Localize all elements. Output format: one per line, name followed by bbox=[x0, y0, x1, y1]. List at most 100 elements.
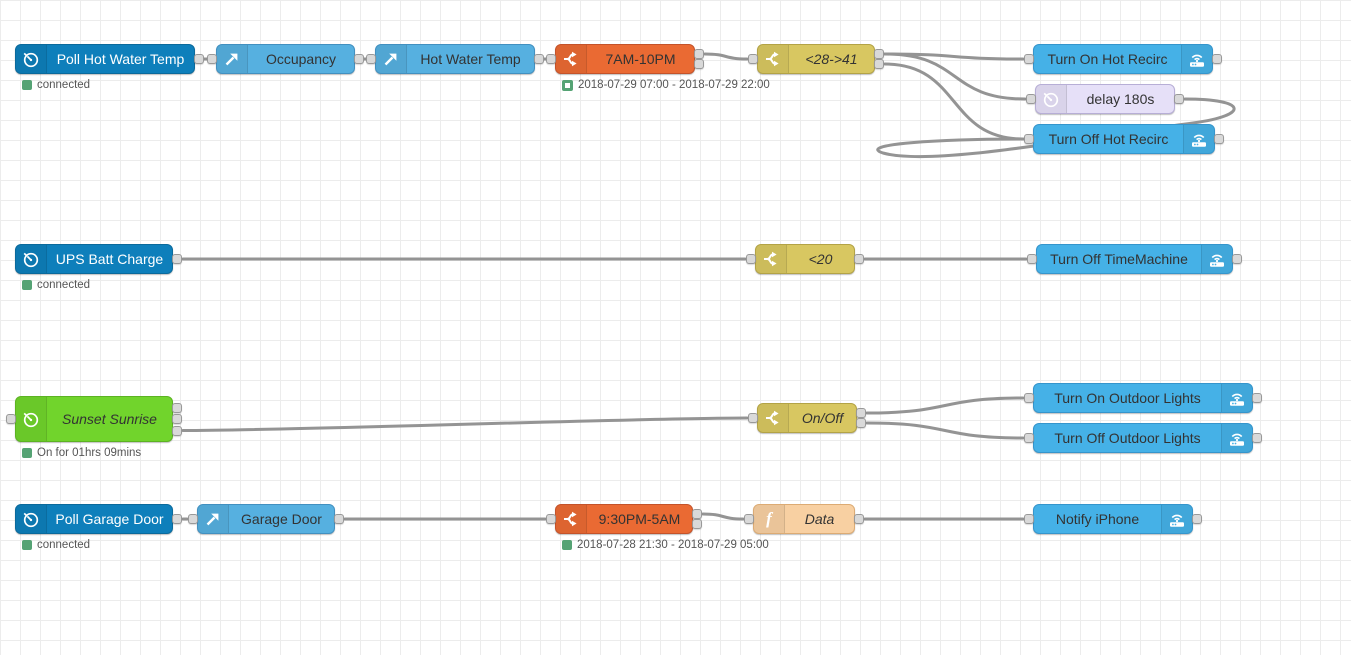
node-label: 7AM-10PM bbox=[605, 51, 676, 67]
node-label: Occupancy bbox=[265, 51, 337, 67]
input-port[interactable] bbox=[188, 514, 198, 524]
node-status: connected bbox=[22, 539, 90, 551]
node-turn_on_outdoor[interactable]: Turn On Outdoor Lights bbox=[1024, 383, 1262, 413]
output-port[interactable] bbox=[354, 54, 364, 64]
status-dot-icon bbox=[22, 80, 32, 90]
input-port[interactable] bbox=[748, 54, 758, 64]
wire[interactable] bbox=[701, 512, 745, 521]
output-port[interactable] bbox=[694, 49, 704, 59]
input-port[interactable] bbox=[1024, 514, 1034, 524]
input-port[interactable] bbox=[744, 514, 754, 524]
output-port[interactable] bbox=[1252, 393, 1262, 403]
function-icon: f bbox=[754, 505, 785, 533]
input-port[interactable] bbox=[1024, 433, 1034, 443]
output-port[interactable] bbox=[874, 49, 884, 59]
wire[interactable] bbox=[703, 52, 749, 61]
output-port[interactable] bbox=[874, 59, 884, 69]
node-on_off[interactable]: On/Off bbox=[748, 403, 866, 433]
switch-icon bbox=[756, 245, 787, 273]
wire[interactable] bbox=[865, 396, 1025, 415]
timer-icon bbox=[16, 397, 47, 441]
output-port[interactable] bbox=[172, 425, 182, 436]
node-time_7am_10pm[interactable]: 7AM-10PM bbox=[546, 44, 704, 74]
node-label: On/Off bbox=[801, 410, 844, 426]
output-port[interactable] bbox=[1174, 94, 1184, 104]
status-text: 2018-07-29 07:00 - 2018-07-29 22:00 bbox=[578, 79, 770, 91]
output-port[interactable] bbox=[172, 414, 182, 424]
input-port[interactable] bbox=[746, 254, 756, 264]
node-turn_off_outdoor[interactable]: Turn Off Outdoor Lights bbox=[1024, 423, 1262, 453]
output-port[interactable] bbox=[854, 254, 864, 264]
output-port[interactable] bbox=[694, 59, 704, 69]
output-port[interactable] bbox=[334, 514, 344, 524]
input-port[interactable] bbox=[1024, 393, 1034, 403]
output-port[interactable] bbox=[856, 418, 866, 428]
status-dot-icon bbox=[22, 448, 32, 458]
switch-icon bbox=[758, 404, 789, 432]
node-label: Hot Water Temp bbox=[420, 51, 521, 67]
output-port[interactable] bbox=[1232, 254, 1242, 264]
node-status: 2018-07-29 07:00 - 2018-07-29 22:00 bbox=[562, 79, 770, 91]
node-hot_water_temp[interactable]: Hot Water Temp bbox=[366, 44, 544, 74]
input-port[interactable] bbox=[1027, 254, 1037, 264]
node-ups_batt[interactable]: UPS Batt Charge bbox=[15, 244, 182, 274]
wire[interactable] bbox=[181, 416, 749, 432]
node-switch_20[interactable]: <20 bbox=[746, 244, 864, 274]
node-label: Turn On Outdoor Lights bbox=[1054, 390, 1201, 406]
status-dot-icon bbox=[562, 540, 572, 550]
output-port[interactable] bbox=[692, 519, 702, 529]
node-turn_on_hot_recirc[interactable]: Turn On Hot Recirc bbox=[1024, 44, 1222, 74]
node-garage_door[interactable]: Garage Door bbox=[188, 504, 344, 534]
input-port[interactable] bbox=[546, 54, 556, 64]
input-port[interactable] bbox=[1026, 94, 1036, 104]
output-port[interactable] bbox=[1252, 433, 1262, 443]
output-port[interactable] bbox=[534, 54, 544, 64]
node-time_930pm_5am[interactable]: 9:30PM-5AM bbox=[546, 504, 702, 534]
output-port[interactable] bbox=[1214, 134, 1224, 144]
node-label: 9:30PM-5AM bbox=[598, 511, 681, 527]
output-port[interactable] bbox=[856, 408, 866, 418]
wire[interactable] bbox=[883, 62, 1025, 141]
node-delay_180[interactable]: delay 180s bbox=[1026, 84, 1184, 114]
node-poll_garage[interactable]: Poll Garage Door bbox=[15, 504, 182, 534]
input-port[interactable] bbox=[1024, 54, 1034, 64]
output-port[interactable] bbox=[172, 254, 182, 264]
output-port[interactable] bbox=[692, 509, 702, 519]
output-port[interactable] bbox=[172, 402, 182, 413]
output-port[interactable] bbox=[1192, 514, 1202, 524]
node-turn_off_timemachine[interactable]: Turn Off TimeMachine bbox=[1027, 244, 1242, 274]
input-port[interactable] bbox=[207, 54, 217, 64]
input-port[interactable] bbox=[366, 54, 376, 64]
output-port[interactable] bbox=[194, 54, 204, 64]
switch-icon bbox=[758, 45, 789, 73]
node-switch_28_41[interactable]: <28->41 bbox=[748, 44, 884, 74]
wifi-router-icon bbox=[1181, 45, 1212, 73]
input-port[interactable] bbox=[546, 514, 556, 524]
wifi-router-icon bbox=[1183, 125, 1214, 153]
node-label: <20 bbox=[808, 251, 833, 267]
status-text: connected bbox=[37, 79, 91, 91]
output-port[interactable] bbox=[172, 514, 182, 524]
input-port[interactable] bbox=[6, 414, 16, 424]
wifi-router-icon bbox=[1221, 424, 1252, 452]
node-label: Sunset Sunrise bbox=[62, 411, 157, 427]
node-turn_off_hot_recirc[interactable]: Turn Off Hot Recirc bbox=[1024, 124, 1224, 154]
input-port[interactable] bbox=[1024, 134, 1034, 144]
node-notify_iphone[interactable]: Notify iPhone bbox=[1024, 504, 1202, 534]
node-poll_hot_water[interactable]: Poll Hot Water Temp bbox=[15, 44, 204, 74]
input-port[interactable] bbox=[748, 413, 758, 423]
output-port[interactable] bbox=[854, 514, 864, 524]
node-sunset_sunrise[interactable]: Sunset Sunrise bbox=[6, 396, 182, 442]
node-label: UPS Batt Charge bbox=[55, 251, 164, 267]
wire[interactable] bbox=[876, 97, 1236, 159]
node-status: connected bbox=[22, 79, 90, 91]
node-occupancy[interactable]: Occupancy bbox=[207, 44, 364, 74]
output-port[interactable] bbox=[1212, 54, 1222, 64]
node-label: Turn Off TimeMachine bbox=[1050, 251, 1188, 267]
wire[interactable] bbox=[883, 52, 1027, 101]
wire[interactable] bbox=[865, 421, 1025, 440]
node-label: Turn Off Outdoor Lights bbox=[1054, 430, 1201, 446]
